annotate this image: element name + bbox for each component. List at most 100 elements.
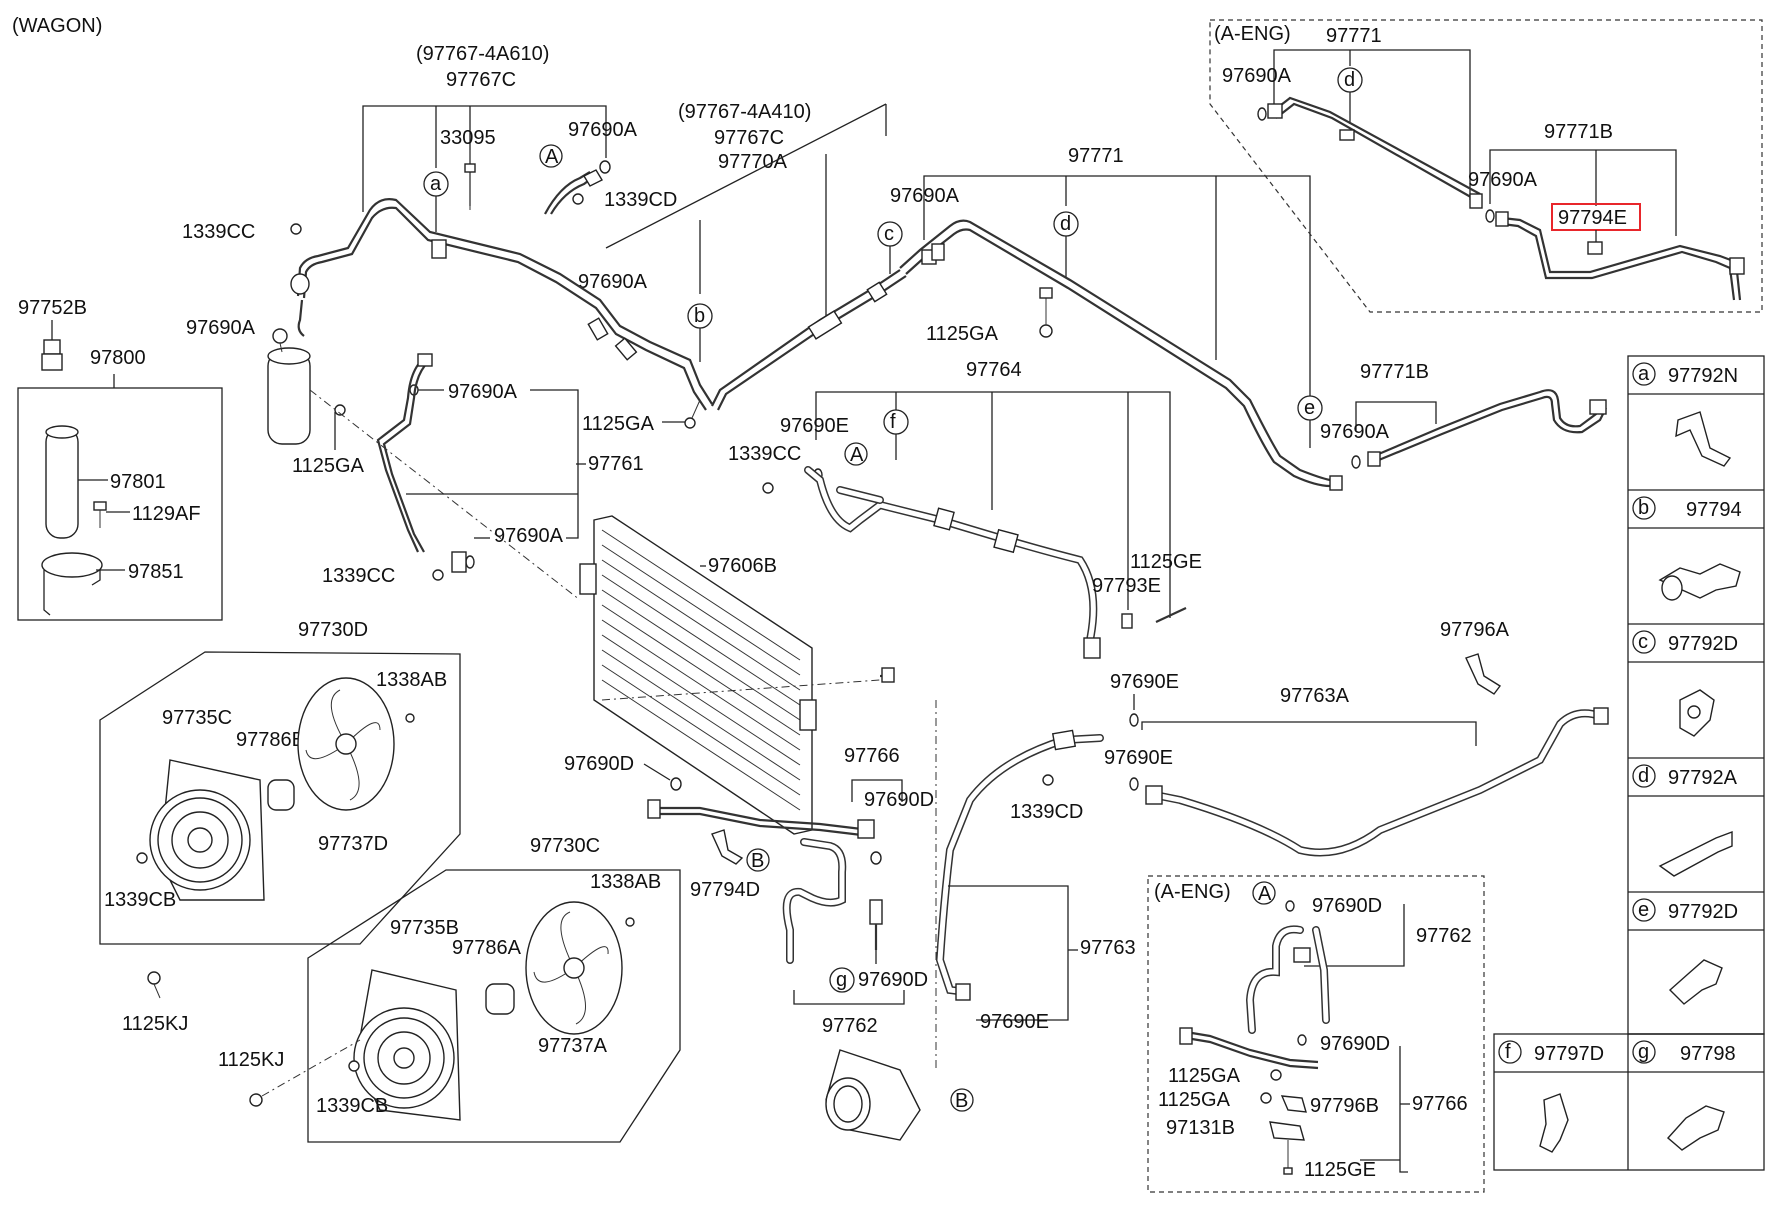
label-97793e: 97793E: [1092, 575, 1161, 597]
label-a-eng-97690a-1: 97690A: [1222, 65, 1292, 87]
label-97771: 97771: [1068, 145, 1124, 167]
legend-part-97798: 97798: [1680, 1043, 1736, 1065]
svg-text:c: c: [884, 223, 894, 245]
svg-text:f: f: [890, 411, 896, 433]
label-1339cc-1: 1339CC: [182, 221, 255, 243]
label-1339cd-1: 1339CD: [604, 189, 677, 211]
svg-text:A: A: [850, 444, 864, 466]
svg-text:g: g: [1638, 1041, 1649, 1063]
fan-assembly-97730d-group: 97730D 1338AB 97735C 97786B 97737D 1339C…: [99, 619, 461, 1035]
pipe-connector-part: [869, 899, 883, 925]
label-97794d: 97794D: [690, 879, 760, 901]
clip-97792d-e-part: [1668, 959, 1723, 1005]
label-a-eng-97690a-2: 97690A: [1468, 169, 1538, 191]
label-a-eng-97690d-2: 97690D: [1320, 1033, 1390, 1055]
receiver-dryer-box: [17, 387, 223, 621]
label-1129af: 1129AF: [132, 503, 201, 525]
label-97737a: 97737A: [538, 1035, 608, 1057]
svg-text:d: d: [1638, 765, 1649, 787]
label-97767-4a610: (97767-4A610): [416, 43, 549, 65]
legend-callout-g: [1632, 1040, 1656, 1064]
svg-text:b: b: [1638, 497, 1649, 519]
label-97762-a: 97762: [822, 1015, 878, 1037]
svg-text:e: e: [1638, 899, 1649, 921]
label-97690e-4: 97690E: [980, 1011, 1049, 1033]
legend-part-97792d-e: 97792D: [1668, 901, 1738, 923]
label-97730d: 97730D: [298, 619, 368, 641]
label-97763: 97763: [1080, 937, 1136, 959]
label-97767-4a410: (97767-4A410): [678, 101, 811, 123]
label-97606b: 97606B: [708, 555, 777, 577]
svg-text:f: f: [1505, 1041, 1511, 1063]
label-a-eng-97762: 97762: [1416, 925, 1472, 947]
liquid-pipe-97761-group: 97690A 97761 97690A 1339CC: [322, 353, 644, 587]
receiver-dryer-group: 97800 97752B 97801 1129AF 97851: [17, 297, 223, 621]
dryer-canister-part: [45, 427, 79, 539]
svg-text:B: B: [751, 850, 764, 872]
legend-part-97792n: 97792N: [1668, 365, 1738, 387]
label-1338ab-2: 1338AB: [590, 871, 661, 893]
svg-text:d: d: [1060, 213, 1071, 235]
label-97786a: 97786A: [452, 937, 522, 959]
legend-callout-d: [1632, 764, 1656, 788]
svg-text:d: d: [1344, 69, 1355, 91]
hose-97763a-group: 97763A 97690E 1339CD 97796A: [1010, 619, 1609, 857]
label-97763a: 97763A: [1280, 685, 1350, 707]
svg-text:a: a: [1638, 363, 1650, 385]
label-a-eng-97794e: 97794E: [1558, 207, 1627, 229]
label-a-eng-97690d-1: 97690D: [1312, 895, 1382, 917]
legend-callout-e: [1632, 898, 1656, 922]
svg-text:g: g: [836, 969, 847, 991]
clip-97792n-part: [1675, 411, 1732, 467]
callout-g-1: [829, 967, 855, 993]
clip-97798-part: [1666, 1105, 1725, 1151]
clip-97792a-part: [1658, 830, 1733, 877]
label-1338ab-1: 1338AB: [376, 669, 447, 691]
label-97730c: 97730C: [530, 835, 600, 857]
legend-callout-b: [1632, 496, 1656, 520]
svg-text:c: c: [1638, 631, 1648, 653]
a-eng-bottom-group: (A-ENG) A 97690D 97762 97690D 1125GA 112…: [1147, 875, 1485, 1193]
callout-B-1: [746, 848, 770, 872]
dryer-plug-part: [43, 339, 61, 355]
label-97786b: 97786B: [236, 729, 305, 751]
label-97690d-1: 97690D: [564, 753, 634, 775]
legend-part-97792a: 97792A: [1668, 767, 1738, 789]
label-a-eng-1125ga-1: 1125GA: [1168, 1065, 1241, 1087]
legend-callout-f: [1498, 1040, 1522, 1064]
suction-pipe-97770a-group: (97767-4A410) 97767C 97770A b 1125GA: [582, 101, 907, 435]
legend-part-97797d: 97797D: [1534, 1043, 1604, 1065]
label-1125kj-2: 1125KJ: [218, 1049, 284, 1071]
callout-A-2: [844, 442, 868, 466]
bracket-97131b-part: [1269, 1121, 1305, 1141]
label-1125kj-1: 1125KJ: [122, 1013, 188, 1035]
label-97690d-3: 97690D: [858, 969, 928, 991]
pipe-97771-group: 97771 97690A c d 1125GA e 97771B 97690A: [877, 145, 1607, 491]
label-97690a-6: 97690A: [890, 185, 960, 207]
label-1339cb-1: 1339CB: [104, 889, 176, 911]
label-97737d: 97737D: [318, 833, 388, 855]
a-eng-top-region: [1209, 19, 1763, 313]
bracket-97794d-part: [711, 829, 744, 865]
label-1125ge-1: 1125GE: [1130, 551, 1202, 573]
svg-text:b: b: [694, 305, 705, 327]
legend-callout-c: [1632, 630, 1656, 654]
receiver-dryer-wagon-part: [267, 351, 311, 445]
label-a-eng-97131b: 97131B: [1166, 1117, 1235, 1139]
label-97752b: 97752B: [18, 297, 87, 319]
hose-97763-group: 97763 97690E: [935, 729, 1136, 1033]
label-97690a-1: 97690A: [568, 119, 638, 141]
label-97690a-3: 97690A: [186, 317, 256, 339]
a-eng-label-top: (A-ENG): [1214, 23, 1291, 45]
callout-A-3: [1252, 881, 1276, 905]
label-1339cc-3: 1339CC: [728, 443, 801, 465]
a-eng-top-group: (A-ENG) 97771 97690A d 97771B 97690A 977…: [1209, 19, 1763, 313]
svg-text:A: A: [1258, 883, 1272, 905]
label-97690d-2: 97690D: [864, 789, 934, 811]
label-97801: 97801: [110, 471, 166, 493]
label-a-eng-97771: 97771: [1326, 25, 1382, 47]
fan-assembly-97730c-group: 97730C 1338AB 97735B 97786A 97737A 1125K…: [218, 835, 681, 1143]
label-97690a-4: 97690A: [448, 381, 518, 403]
compressor-area-group: 97690D 97766 97690D 97794D B g 97690D 97…: [564, 700, 974, 1141]
